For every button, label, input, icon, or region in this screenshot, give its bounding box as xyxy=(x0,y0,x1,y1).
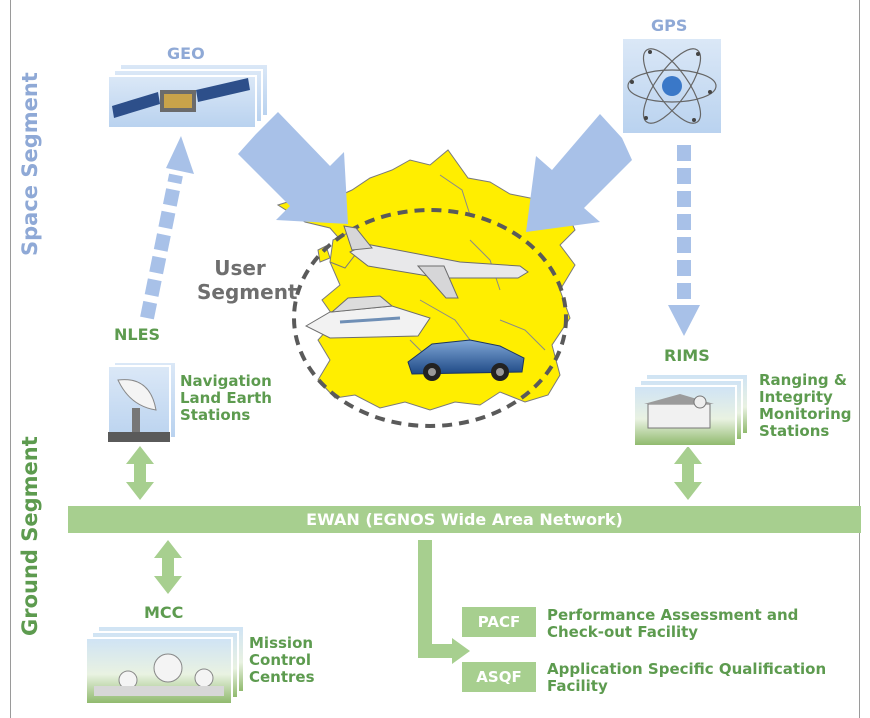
nles-desc-line-3: Stations xyxy=(180,406,251,424)
user-segment-title-line1: User xyxy=(214,256,266,280)
nles-ewan-connector xyxy=(126,446,154,500)
pacf-description: Performance Assessment and Check-out Fac… xyxy=(547,607,798,641)
aircraft-image xyxy=(343,225,529,299)
asqf-desc-line-1: Application Specific Qualification xyxy=(547,660,827,678)
rims-desc-line-3: Monitoring xyxy=(759,405,852,423)
asqf-desc-line-2: Facility xyxy=(547,677,608,695)
pacf-desc-line-2: Check-out Facility xyxy=(547,623,699,641)
pacf-box: PACF xyxy=(462,607,536,637)
rims-label: RIMS xyxy=(664,346,710,365)
nles-uplink-arrow xyxy=(140,136,194,320)
rims-description: Ranging & Integrity Monitoring Stations xyxy=(759,372,851,440)
mcc-desc-line-2: Control xyxy=(249,651,312,669)
ewan-pacf-asqf-arrow xyxy=(418,540,470,664)
gps-label: GPS xyxy=(651,16,688,35)
asqf-box: ASQF xyxy=(462,662,536,692)
mcc-desc-line-1: Mission xyxy=(249,634,314,652)
ewan-bar: EWAN (EGNOS Wide Area Network) xyxy=(68,506,861,533)
nles-dish-image xyxy=(107,361,177,443)
rims-desc-line-1: Ranging & xyxy=(759,371,847,389)
rims-ewan-connector xyxy=(674,446,702,500)
rims-desc-line-2: Integrity xyxy=(759,388,833,406)
mcc-label: MCC xyxy=(144,603,184,622)
gps-rims-arrow xyxy=(668,145,700,336)
mcc-desc-line-3: Centres xyxy=(249,668,315,686)
mcc-description: Mission Control Centres xyxy=(249,635,315,686)
user-segment-ellipse xyxy=(292,208,568,428)
diagram-frame xyxy=(10,0,860,718)
nles-desc-line-2: Land Earth xyxy=(180,389,272,407)
nles-desc-line-1: Navigation xyxy=(180,372,272,390)
space-segment-label: Space Segment xyxy=(18,72,42,256)
mcc-ewan-connector xyxy=(154,540,182,594)
asqf-description: Application Specific Qualification Facil… xyxy=(547,661,826,695)
user-segment-title-line2: Segment xyxy=(197,280,298,304)
mcc-facility-image xyxy=(85,625,245,705)
pacf-desc-line-1: Performance Assessment and xyxy=(547,606,799,624)
geo-satellite-image xyxy=(107,63,269,129)
ground-segment-label: Ground Segment xyxy=(18,436,42,636)
ewan-label: EWAN (EGNOS Wide Area Network) xyxy=(306,510,623,529)
rims-station-image xyxy=(633,373,749,447)
gps-constellation-image xyxy=(621,37,723,135)
geo-label: GEO xyxy=(167,44,205,63)
nles-label: NLES xyxy=(114,325,161,344)
yacht-image xyxy=(304,295,431,339)
car-image xyxy=(407,339,525,381)
rims-desc-line-4: Stations xyxy=(759,422,830,440)
downlink-arrows xyxy=(238,112,632,232)
nles-description: Navigation Land Earth Stations xyxy=(180,373,272,424)
